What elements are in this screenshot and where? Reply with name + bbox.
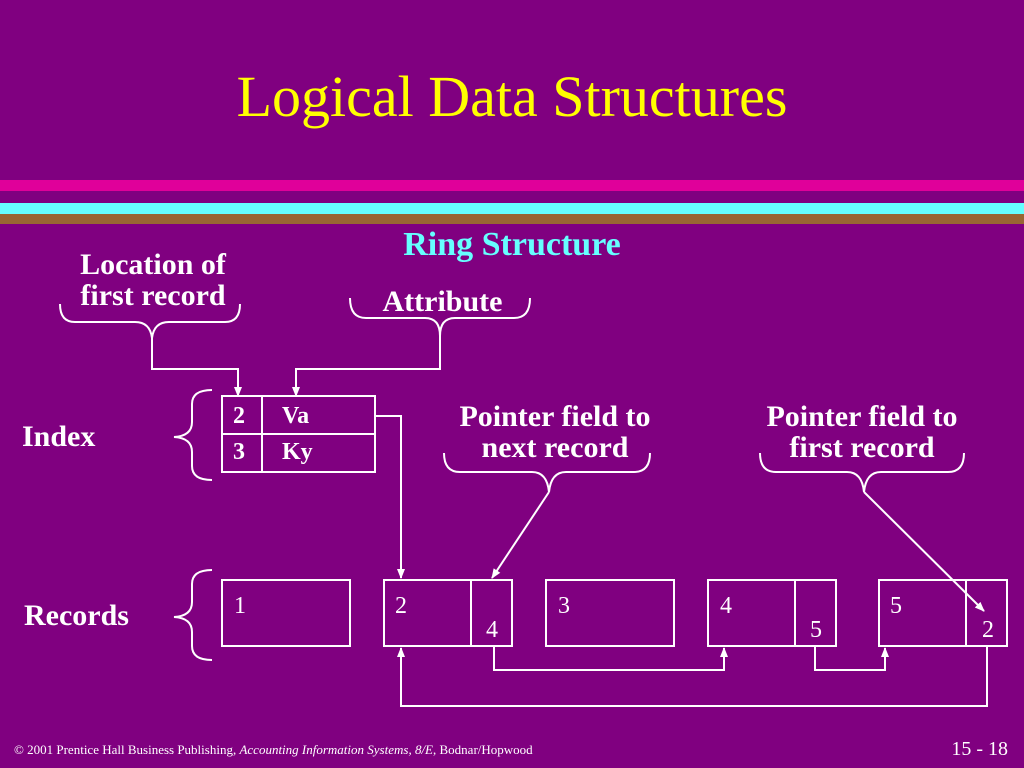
footer-authors: , Bodnar/Hopwood [433,742,533,757]
pointer-next-line1: Pointer field to [459,400,651,433]
index-brace [173,389,213,481]
pointer-first-record-label: Pointer field to first record [727,401,997,463]
location-label-line2: first record [80,279,226,312]
slide-title: Logical Data Structures [236,64,788,129]
footer-book-title: Accounting Information Systems, 8/E [239,742,433,757]
pointer-next-line2: next record [481,431,629,464]
index-label: Index [22,420,96,453]
index-row2-attribute: Ky [282,439,313,465]
stripe-cyan [0,203,1024,214]
index-row2-location: 3 [233,439,245,465]
index-to-record2-pointer [375,415,405,579]
record-4-key: 4 [720,593,732,619]
record-5-pointer: 2 [982,617,994,643]
location-brace [59,303,241,339]
pointer-first-line2: first record [789,431,935,464]
record-4-pointer: 5 [810,617,822,643]
link-record4-to-record5 [814,646,889,671]
pointer-first-brace [759,452,965,493]
records-brace [173,569,213,661]
record-4-box [707,579,837,647]
attribute-brace [349,297,531,337]
page-number: 15 - 18 [951,738,1008,760]
record-1-key: 1 [234,593,246,619]
pointer-next-arrow [491,491,550,579]
records-label: Records [24,599,129,632]
location-of-first-record-label: Location of first record [48,249,258,311]
pointer-first-arrow [863,491,985,612]
pointer-next-record-label: Pointer field to next record [420,401,690,463]
record-3-box [545,579,675,647]
stripe-brown [0,214,1024,224]
link-record5-to-record2 [397,646,988,707]
attribute-connector [292,336,441,397]
diagram-subtitle: Ring Structure [403,226,621,263]
record-5-box [878,579,1008,647]
record-3-key: 3 [558,593,570,619]
index-row1-attribute: Va [282,403,310,429]
location-label-line1: Location of [80,248,226,281]
attribute-label: Attribute [382,285,503,318]
footer-copyright: © 2001 Prentice Hall Business Publishing… [14,742,240,757]
record-2-key: 2 [395,593,407,619]
pointer-first-line1: Pointer field to [766,400,958,433]
record-2-pointer: 4 [486,617,498,643]
stripe-magenta [0,180,1024,191]
record-2-box [383,579,513,647]
location-connector [151,338,242,397]
record-5-key: 5 [890,593,902,619]
record-1-box [221,579,351,647]
link-record2-to-record4 [493,646,728,671]
pointer-next-brace [443,452,651,493]
footer-citation: © 2001 Prentice Hall Business Publishing… [14,742,533,758]
index-row1-location: 2 [233,403,245,429]
